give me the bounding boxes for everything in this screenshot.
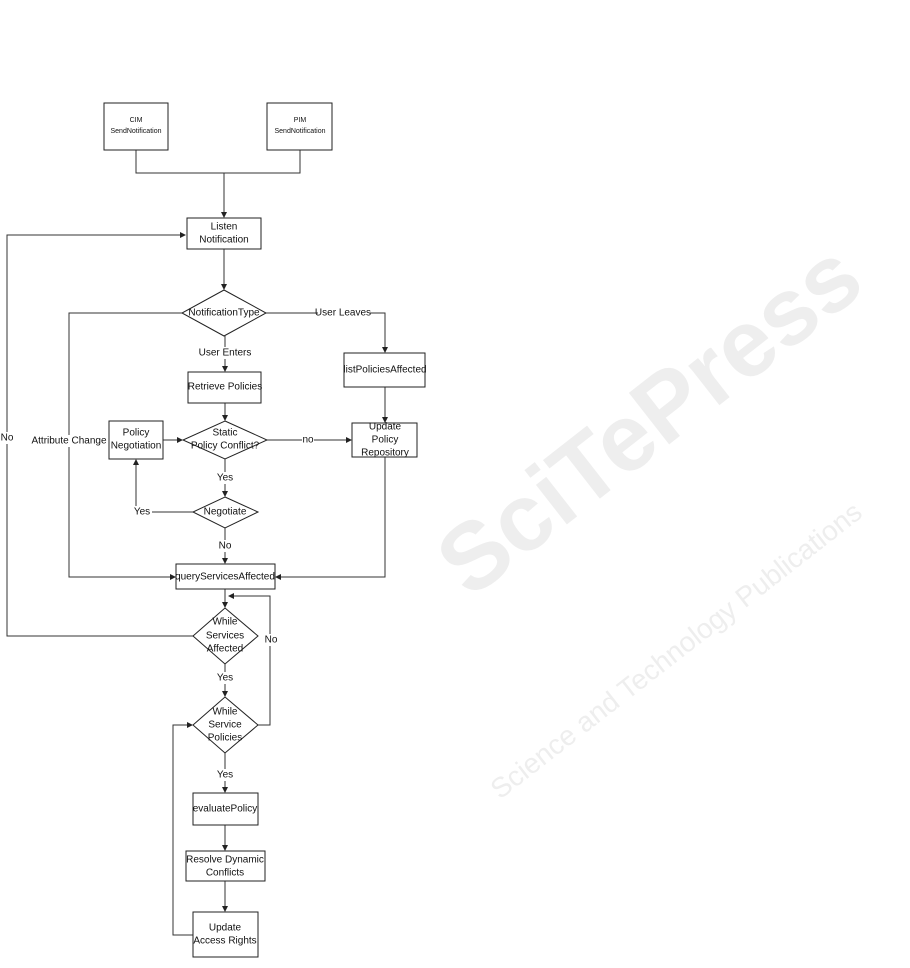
- svg-text:Policy: Policy: [372, 435, 399, 446]
- svg-text:Resolve Dynamic: Resolve Dynamic: [186, 855, 264, 866]
- svg-text:listPoliciesAffected: listPoliciesAffected: [343, 365, 426, 376]
- svg-text:Negotiation: Negotiation: [111, 441, 162, 452]
- svg-text:Update: Update: [209, 923, 242, 934]
- label-user-leaves: User Leaves: [315, 308, 371, 319]
- svg-text:queryServicesAffected: queryServicesAffected: [175, 572, 275, 583]
- node-resolve-dynamic-conflicts: Resolve Dynamic Conflicts: [185, 850, 266, 882]
- svg-text:Notification: Notification: [199, 235, 248, 246]
- decision-notification-type: NotificationType: [180, 289, 268, 337]
- svg-text:PIM: PIM: [294, 117, 307, 124]
- svg-text:CIM: CIM: [130, 117, 143, 124]
- node-cim-send-notification: CIM SendNotification: [103, 102, 169, 151]
- node-pim-send-notification: PIM SendNotification: [266, 102, 333, 151]
- node-update-policy-repository: Update Policy Repository: [351, 422, 418, 459]
- label-yes-services: Yes: [217, 673, 233, 684]
- svg-text:Listen: Listen: [211, 222, 238, 233]
- svg-text:SendNotification: SendNotification: [275, 128, 326, 135]
- node-query-services-affected: queryServicesAffected: [175, 563, 276, 590]
- node-evaluate-policy: evaluatePolicy: [192, 792, 259, 826]
- svg-text:Policies: Policies: [208, 733, 242, 744]
- node-list-policies-affected: listPoliciesAffected: [343, 352, 427, 388]
- label-yes-conflict: Yes: [217, 473, 233, 484]
- decision-while-service-policies: While Service Policies: [192, 696, 259, 754]
- decision-static-policy-conflict: Static Policy Conflict?: [181, 420, 269, 460]
- node-listen-notification: Listen Notification: [186, 217, 262, 250]
- node-retrieve-policies: Retrieve Policies: [187, 371, 262, 404]
- svg-text:SendNotification: SendNotification: [111, 128, 162, 135]
- svg-text:NotificationType: NotificationType: [188, 308, 260, 319]
- decision-negotiate: Negotiate: [191, 496, 260, 529]
- node-policy-negotiation: Policy Negotiation: [108, 420, 164, 460]
- label-no-policies: No: [265, 635, 278, 646]
- label-yes-policies: Yes: [217, 770, 233, 781]
- node-update-access-rights: Update Access Rights: [192, 911, 259, 958]
- edge-labels: User Leaves User Enters Attribute Change…: [1, 307, 371, 781]
- label-no-negotiate: No: [219, 541, 232, 552]
- svg-text:While: While: [212, 617, 237, 628]
- svg-text:evaluatePolicy: evaluatePolicy: [193, 804, 257, 815]
- svg-text:Negotiate: Negotiate: [204, 507, 247, 518]
- svg-text:Static: Static: [212, 428, 237, 439]
- svg-text:Update: Update: [369, 422, 402, 433]
- svg-text:Retrieve Policies: Retrieve Policies: [188, 382, 262, 393]
- decision-while-services-affected: While Services Affected: [192, 607, 259, 665]
- svg-text:While: While: [212, 707, 237, 718]
- svg-text:Access Rights: Access Rights: [193, 936, 256, 947]
- label-no-conflict: no: [302, 435, 314, 446]
- svg-text:Conflicts: Conflicts: [206, 868, 244, 879]
- svg-text:Affected: Affected: [207, 644, 244, 655]
- label-user-enters: User Enters: [199, 348, 252, 359]
- label-attribute-change: Attribute Change: [31, 436, 106, 447]
- label-no-services: No: [1, 433, 14, 444]
- watermark: SciTePress Science and Technology Public…: [418, 222, 881, 805]
- svg-text:Policy: Policy: [123, 428, 150, 439]
- svg-text:Repository: Repository: [361, 448, 409, 459]
- label-yes-negotiate: Yes: [134, 507, 150, 518]
- svg-text:Policy Conflict?: Policy Conflict?: [191, 441, 260, 452]
- svg-text:Service: Service: [208, 720, 242, 731]
- svg-text:Services: Services: [206, 631, 244, 642]
